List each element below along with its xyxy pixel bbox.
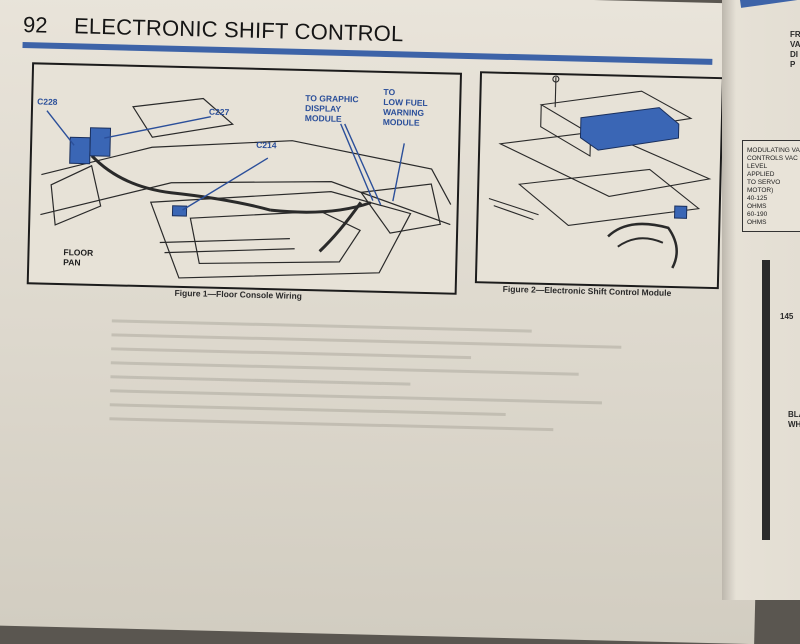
manual-page: 92 ELECTRONIC SHIFT CONTROL	[0, 0, 770, 644]
facing-page-fragment: DI	[790, 50, 798, 59]
floor-console-illustration	[40, 97, 452, 279]
connector-c227	[89, 127, 112, 157]
page-number: 92	[22, 12, 48, 38]
facing-page-legend-box: MODULATING VA CONTROLS VAC LEVEL APPLIED…	[742, 140, 800, 232]
callout-c214: C214	[256, 139, 277, 151]
facing-page-fragment: BLA	[788, 410, 800, 419]
wire-label: 145	[780, 312, 794, 321]
module-connector	[674, 205, 688, 219]
figure-1-floor-console-wiring: C228 C227 C214 TO GRAPHIC DISPLAY MODULE…	[26, 62, 462, 295]
shift-control-module-illustration	[488, 75, 712, 269]
facing-page-fragment: WH	[788, 420, 800, 429]
callout-c227: C227	[208, 106, 230, 118]
connector-c214	[171, 205, 188, 217]
callout-low-fuel-warning-module: TO LOW FUEL WARNING MODULE	[382, 86, 428, 128]
callout-leaders	[46, 110, 405, 211]
facing-page-fragment: FR	[790, 30, 800, 39]
callout-graphic-display-module: TO GRAPHIC DISPLAY MODULE	[304, 92, 359, 124]
wire-graphic	[762, 260, 770, 540]
facing-page-fragment: P	[790, 60, 796, 69]
connector-c228	[69, 136, 91, 165]
facing-page: FR VA DI P 145 BLA WH	[722, 0, 800, 600]
figure-2-electronic-shift-control-module	[474, 71, 724, 290]
shift-control-module	[579, 107, 680, 151]
figure-1-caption: Figure 1—Floor Console Wiring	[174, 287, 303, 301]
label-floor-pan: FLOOR PAN	[63, 247, 94, 268]
facing-page-fragment: VA	[790, 40, 800, 49]
page-title: ELECTRONIC SHIFT CONTROL	[73, 13, 404, 47]
callout-c228: C228	[37, 96, 58, 107]
bleed-through-text	[106, 308, 712, 583]
